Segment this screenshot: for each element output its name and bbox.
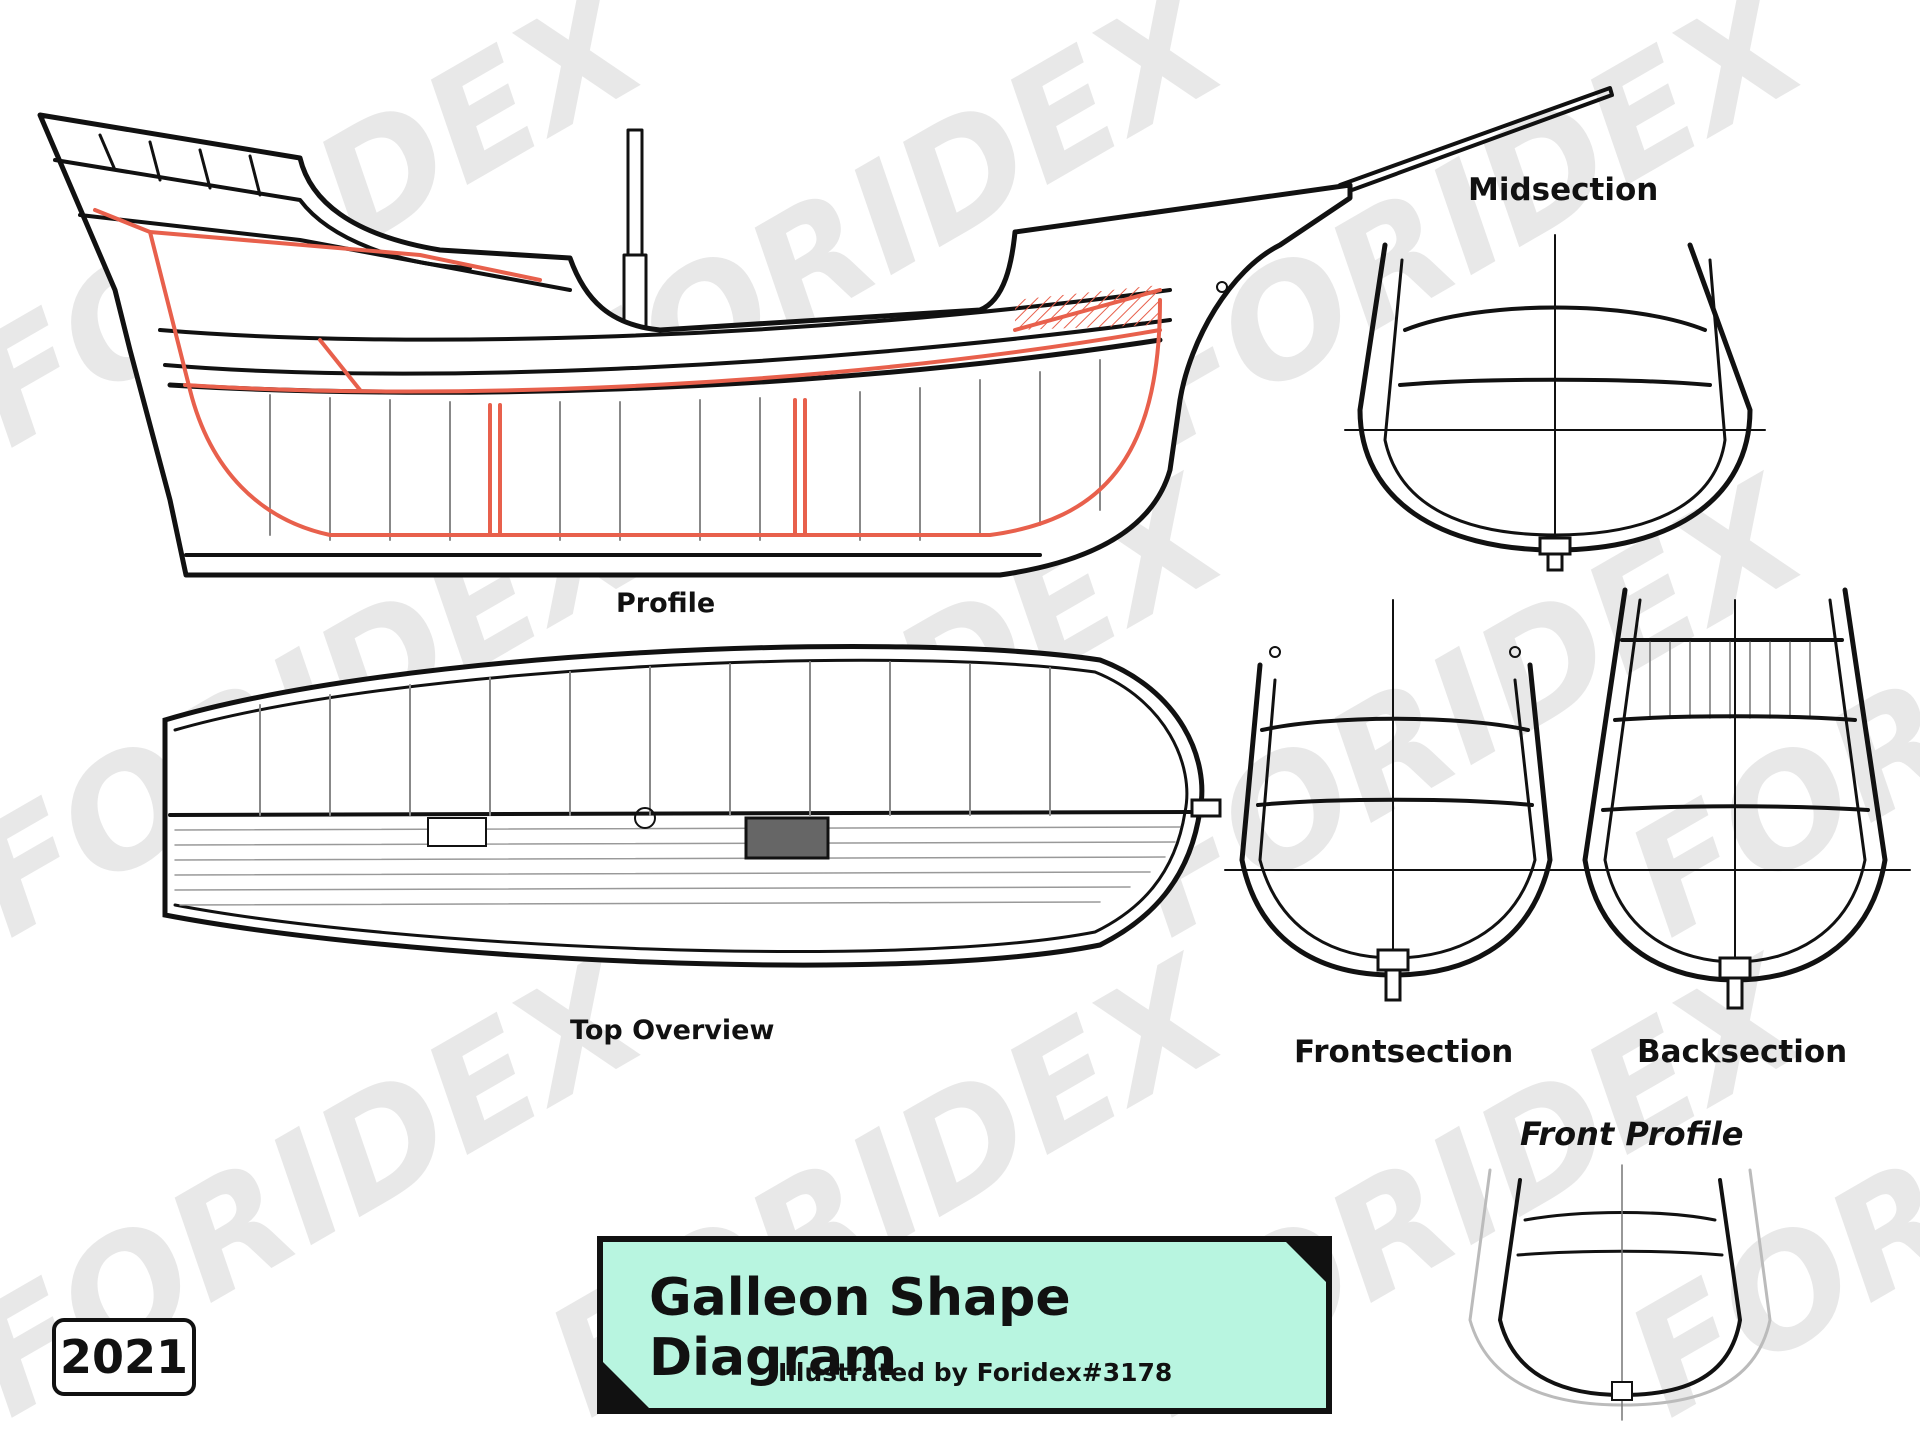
deck-curve xyxy=(1601,804,1870,812)
corner-accent xyxy=(597,1356,655,1414)
deck-line xyxy=(163,318,1172,376)
label-frontsection: Frontsection xyxy=(1294,1034,1514,1070)
keel-post xyxy=(1384,968,1402,1002)
corner-accent xyxy=(1280,1236,1332,1288)
cargo-hatch xyxy=(744,816,830,860)
deck-curve xyxy=(1516,1249,1724,1257)
keel xyxy=(1718,956,1752,980)
deck-curve xyxy=(1260,716,1530,732)
hull-frames xyxy=(269,359,1101,541)
label-profile: Profile xyxy=(616,588,716,619)
label-front-profile: Front Profile xyxy=(1520,1115,1744,1153)
hatched-beam xyxy=(1015,285,1160,330)
keel-post xyxy=(1726,976,1744,1010)
deck-outline xyxy=(162,644,1205,968)
front-profile-view xyxy=(1468,1164,1772,1421)
illustrator-credit: Illustrated by Foridex#3178 xyxy=(778,1358,1173,1387)
hull-outline xyxy=(37,112,1353,578)
keel xyxy=(1538,536,1572,556)
label-backsection: Backsection xyxy=(1637,1034,1848,1070)
keel-post xyxy=(1546,552,1564,572)
deck-curve xyxy=(1523,1211,1717,1222)
deck-divider xyxy=(168,810,1192,817)
porthole xyxy=(1216,281,1228,293)
transom-planks xyxy=(1649,641,1811,719)
deck-curve xyxy=(1398,377,1712,387)
cleat xyxy=(1509,646,1521,658)
profile-view xyxy=(37,86,1614,578)
label-midsection: Midsection xyxy=(1468,172,1659,208)
keel xyxy=(1376,948,1410,972)
hull-section xyxy=(1239,662,1553,978)
deck-curve xyxy=(1256,797,1534,807)
backsection-view xyxy=(1559,587,1911,1010)
keel xyxy=(1611,1381,1633,1401)
bowsprit-stub xyxy=(1190,798,1222,818)
deck-line xyxy=(158,288,1172,342)
top-overview-view xyxy=(162,644,1222,968)
hull-section-inner xyxy=(1383,258,1727,537)
hatch-cover xyxy=(427,817,487,847)
deck-curve xyxy=(1403,305,1707,332)
upper-rail xyxy=(78,213,572,292)
frontsection-view xyxy=(1224,599,1576,1002)
interior-structure xyxy=(93,208,1162,537)
midsection-view xyxy=(1344,234,1766,572)
year-badge: 2021 xyxy=(52,1318,196,1396)
stern-windows xyxy=(98,133,262,197)
deck-curve xyxy=(1613,714,1857,722)
title-box: Galleon Shape Diagram Illustrated by For… xyxy=(597,1236,1332,1414)
deck-planks xyxy=(174,826,1181,906)
label-top-overview: Top Overview xyxy=(570,1015,775,1046)
cleat xyxy=(1269,646,1281,658)
diagram-title: Galleon Shape Diagram xyxy=(649,1268,1071,1388)
deck-frames xyxy=(259,661,1051,816)
bowsprit xyxy=(1338,86,1614,192)
mast-hole xyxy=(634,807,656,829)
